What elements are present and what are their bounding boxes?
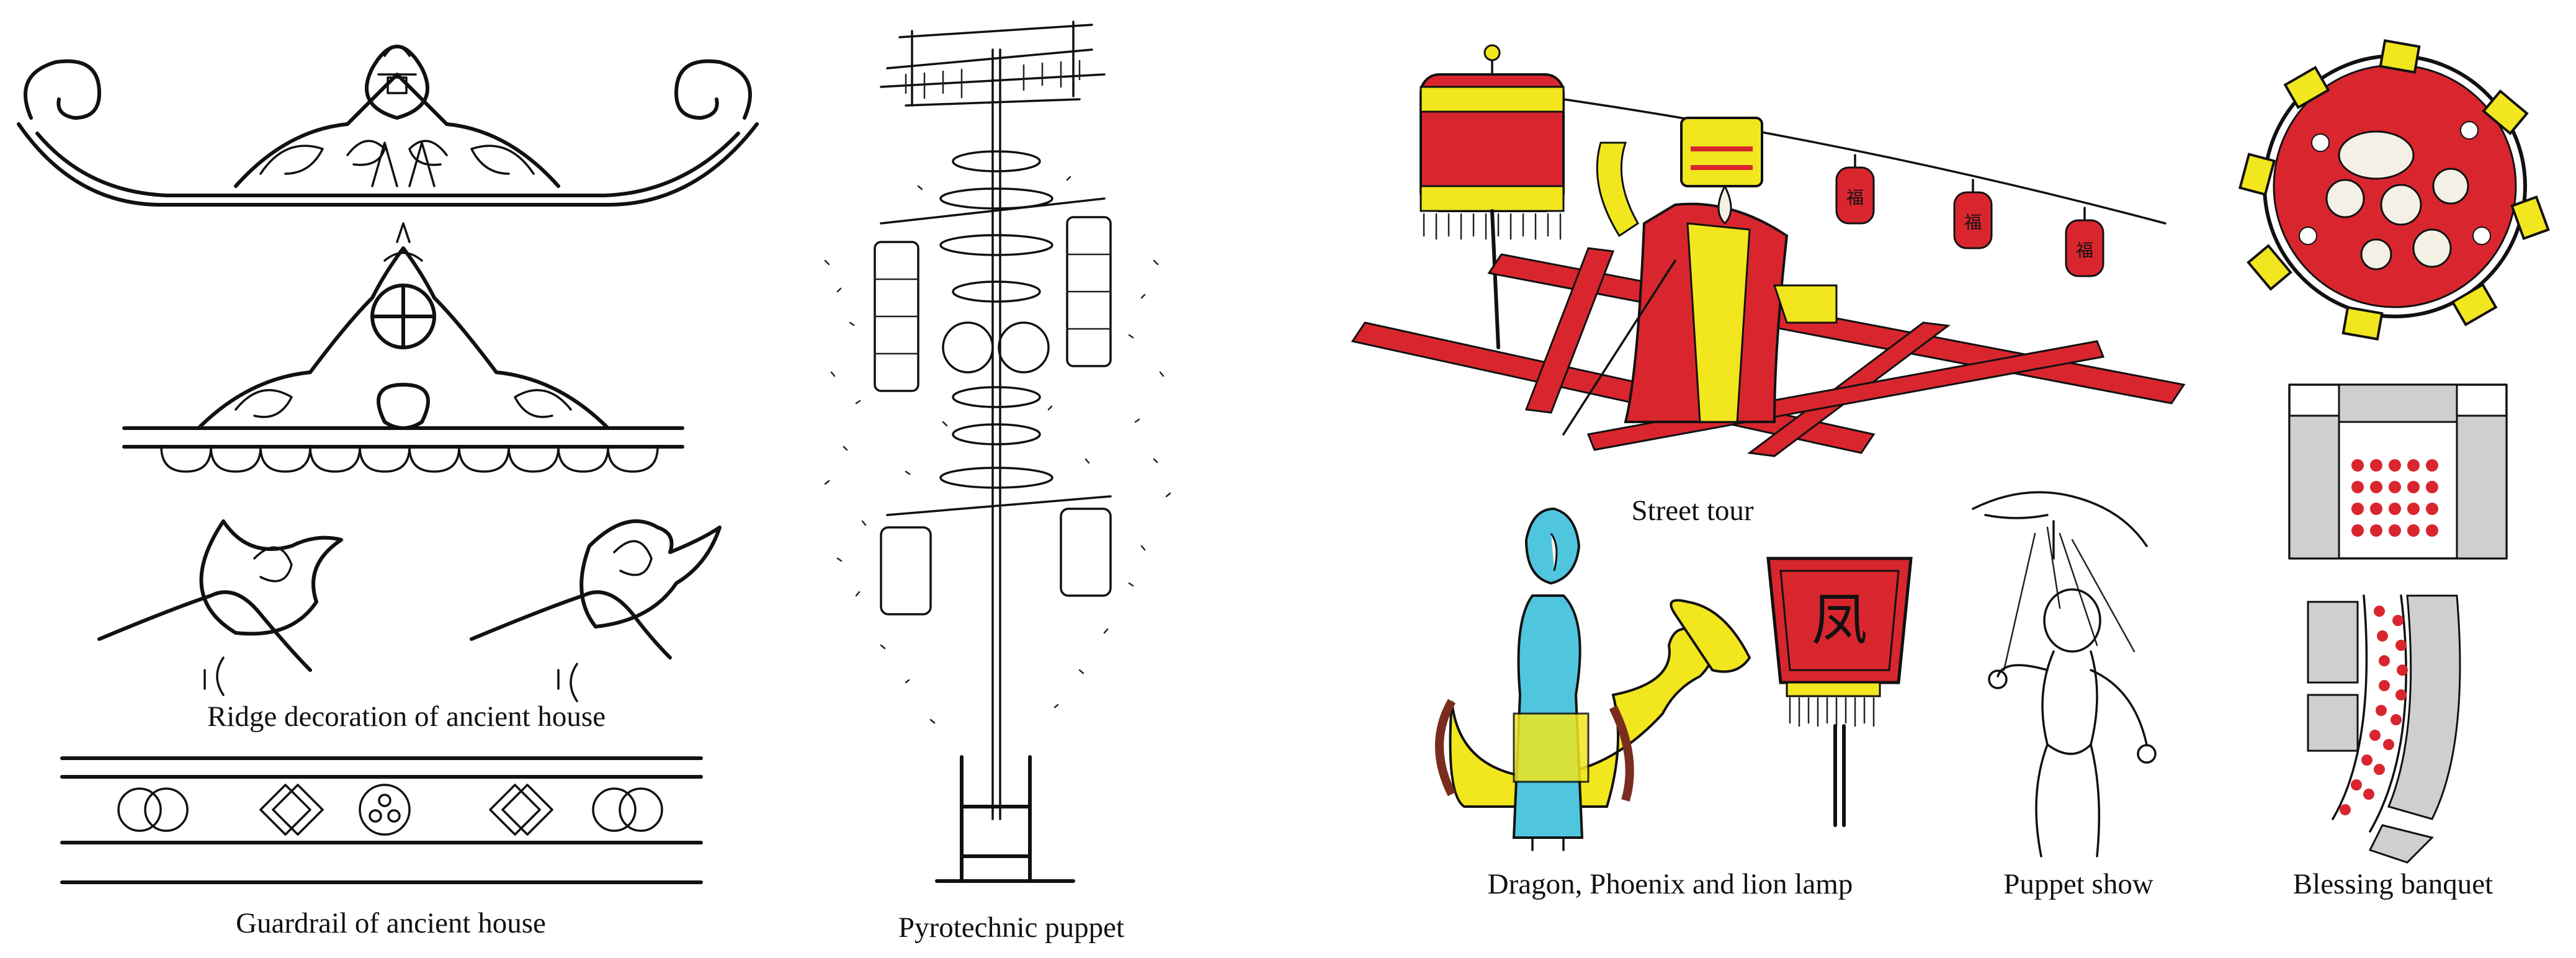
- ridge-caption: Ridge decoration of ancient house: [207, 701, 606, 733]
- puppet-caption: Puppet show: [2003, 868, 2153, 900]
- pyro-caption: Pyrotechnic puppet: [898, 911, 1124, 944]
- firework-sparks: [824, 176, 1171, 724]
- deity-statue: [1562, 117, 1838, 436]
- lion-lamp-rider-drawing: [1435, 507, 1751, 851]
- banquet-caption: Blessing banquet: [2293, 868, 2493, 900]
- guardrail-caption: Guardrail of ancient house: [236, 907, 546, 939]
- dragon-caption: Dragon, Phoenix and lion lamp: [1488, 868, 1853, 900]
- lantern-2-glyph: 福: [1964, 212, 1982, 233]
- pyrotechnic-puppet-drawing: [824, 20, 1171, 883]
- parasol: [1420, 44, 1565, 349]
- street-tour-drawing: 福 福 福: [1351, 44, 2186, 457]
- ridge-decoration-birds: [97, 519, 722, 702]
- banquet-courtyard-plan: [2288, 383, 2508, 560]
- ridge-decoration-top: [17, 45, 759, 207]
- banquet-street-plan: [2307, 594, 2461, 864]
- lantern-3-glyph: 福: [2076, 240, 2093, 261]
- lantern-1-glyph: 福: [1846, 187, 1864, 208]
- street-caption: Street tour: [1631, 495, 1753, 527]
- phoenix-lamp-drawing: 凤: [1766, 557, 1913, 827]
- lamp-glyph: 凤: [1812, 588, 1867, 653]
- puppet-show-drawing: [1972, 491, 2157, 857]
- guardrail-drawing: [60, 756, 703, 884]
- banquet-round-table: [2238, 39, 2550, 341]
- ridge-decoration-middle: [122, 222, 684, 473]
- red-lanterns: 福 福 福: [1835, 154, 2104, 277]
